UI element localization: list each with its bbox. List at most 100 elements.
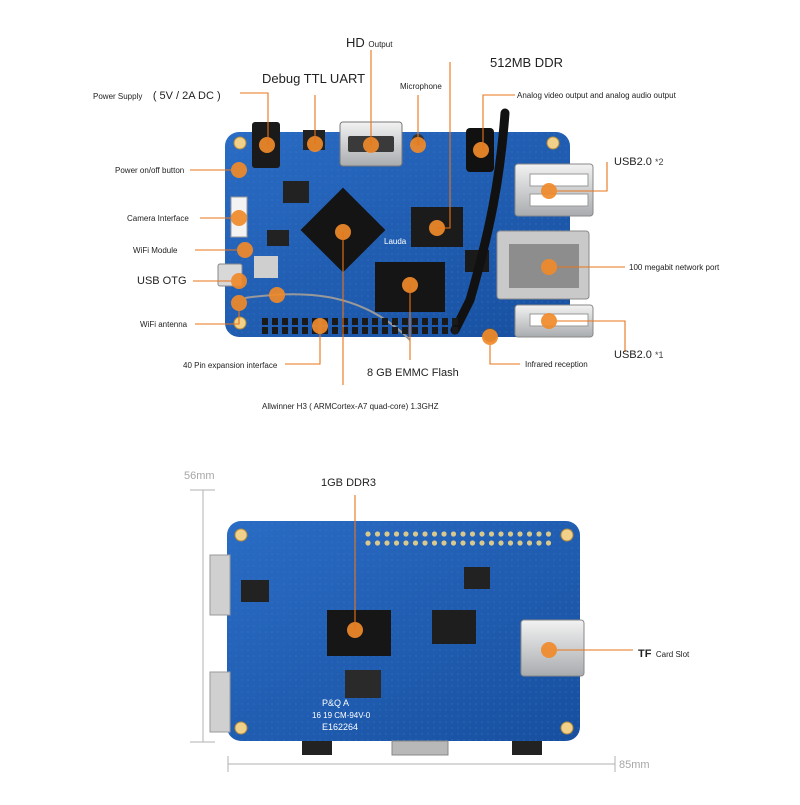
gpio-pin <box>452 327 458 334</box>
gpio-pad <box>479 531 485 537</box>
gpio-pin <box>342 327 348 334</box>
marker-tf <box>541 642 557 658</box>
top-board <box>217 108 594 345</box>
gpio-pin <box>402 327 408 334</box>
gpio-pin <box>362 318 368 325</box>
gpio-pin <box>422 327 428 334</box>
gpio-pin <box>262 327 268 334</box>
label-power-button: Power on/off button <box>115 166 185 175</box>
label-usb2-top-text: USB2.0 <box>614 156 652 168</box>
gpio-pad <box>450 531 457 537</box>
gpio-pad <box>469 540 476 546</box>
mount-hole <box>233 136 247 150</box>
antenna <box>450 108 510 335</box>
mount-hole <box>233 316 247 330</box>
gpio-pin <box>402 318 408 325</box>
marker-network <box>541 259 557 275</box>
marker-ir <box>482 329 498 345</box>
label-hd-main: HD <box>346 35 365 50</box>
marker-usb-bottom <box>541 313 557 329</box>
label-infrared: Infrared reception <box>525 360 588 369</box>
label-usb2-top-count: *2 <box>654 157 664 167</box>
gpio-pin <box>442 327 448 334</box>
gpio-pad <box>469 531 476 537</box>
dimension-width: 85mm <box>619 759 650 771</box>
gpio-pad <box>365 540 371 546</box>
gpio-pin <box>442 318 448 325</box>
gpio-pad <box>393 531 400 537</box>
marker-antenna <box>231 295 247 311</box>
mount-hole <box>560 528 574 542</box>
label-microphone: Microphone <box>400 82 442 91</box>
gpio-pad <box>384 540 390 546</box>
gpio-pad <box>479 540 485 546</box>
marker-av <box>473 142 489 158</box>
gpio-pad <box>412 531 419 537</box>
gpio-pad <box>498 531 504 537</box>
marker-gpio <box>312 318 328 334</box>
gpio-pad <box>517 531 523 537</box>
dimension-lines <box>190 489 616 772</box>
gpio-pad <box>365 531 371 537</box>
label-wifi-module: WiFi Module <box>133 246 178 255</box>
gpio-pad <box>450 540 457 546</box>
gpio-pad <box>460 540 466 546</box>
label-power-supply-text: Power Supply <box>93 92 143 101</box>
gpio-pad <box>526 531 533 537</box>
gpio-pad <box>526 540 533 546</box>
gpio-pad <box>374 531 381 537</box>
marker-power <box>259 137 275 153</box>
label-40pin: 40 Pin expansion interface <box>183 361 278 370</box>
gpio-pin <box>292 318 298 325</box>
gpio-pin <box>432 327 438 334</box>
gpio-pad <box>431 531 438 537</box>
label-ddr512: 512MB DDR <box>490 55 563 70</box>
gpio-pad <box>422 531 428 537</box>
gpio-pad <box>460 531 466 537</box>
gpio-pin <box>262 318 268 325</box>
gpio-pad <box>536 540 542 546</box>
gpio-pin <box>392 327 398 334</box>
label-hd: HD Output <box>346 35 392 50</box>
label-camera: Camera Interface <box>127 214 189 223</box>
gpio-pin <box>352 327 358 334</box>
gpio-pin <box>282 327 288 334</box>
label-usb-otg: USB OTG <box>137 275 187 287</box>
gpio-pad <box>403 531 409 537</box>
gpio-pad <box>393 540 400 546</box>
label-power-spec: ( 5V / 2A DC ) <box>152 90 221 102</box>
label-usb2-bottom: USB2.0 *1 <box>614 349 664 361</box>
gpio-pin <box>422 318 428 325</box>
gpio-pad <box>441 540 447 546</box>
label-power-supply: Power Supply ( 5V / 2A DC ) <box>93 86 221 104</box>
gpio-pad <box>384 531 390 537</box>
mount-hole <box>560 721 574 735</box>
bottom-board: P&Q A 16 19 CM-94V-0 E162264 <box>209 521 585 756</box>
label-usb2-bottom-count: *1 <box>654 350 664 360</box>
label-soc: Allwinner H3 ( ARMCortex-A7 quad-core) 1… <box>262 402 439 411</box>
gpio-pin <box>272 327 278 334</box>
gpio-pin <box>332 318 338 325</box>
label-ddr3: 1GB DDR3 <box>321 477 377 489</box>
gpio-pin <box>382 318 388 325</box>
gpio-pin <box>412 318 418 325</box>
gpio-pin <box>412 327 418 334</box>
gpio-pad <box>536 531 542 537</box>
label-wifi-antenna: WiFi antenna <box>140 320 188 329</box>
label-debug-uart: Debug TTL UART <box>262 71 366 86</box>
marker-power-button <box>231 162 247 178</box>
label-hd-sub: Output <box>368 40 393 49</box>
gpio-pad <box>517 540 523 546</box>
top-leader-lines <box>190 50 626 385</box>
marker-camera <box>231 210 247 226</box>
label-usb2-top: USB2.0 *2 <box>614 156 664 168</box>
gpio-pin <box>302 318 308 325</box>
label-tf-main: TF <box>638 648 652 660</box>
gpio-pin <box>452 318 458 325</box>
gpio-pin <box>432 318 438 325</box>
label-tf: TF Card Slot <box>638 644 689 662</box>
gpio-pad <box>441 531 447 537</box>
gpio-pad <box>412 540 419 546</box>
